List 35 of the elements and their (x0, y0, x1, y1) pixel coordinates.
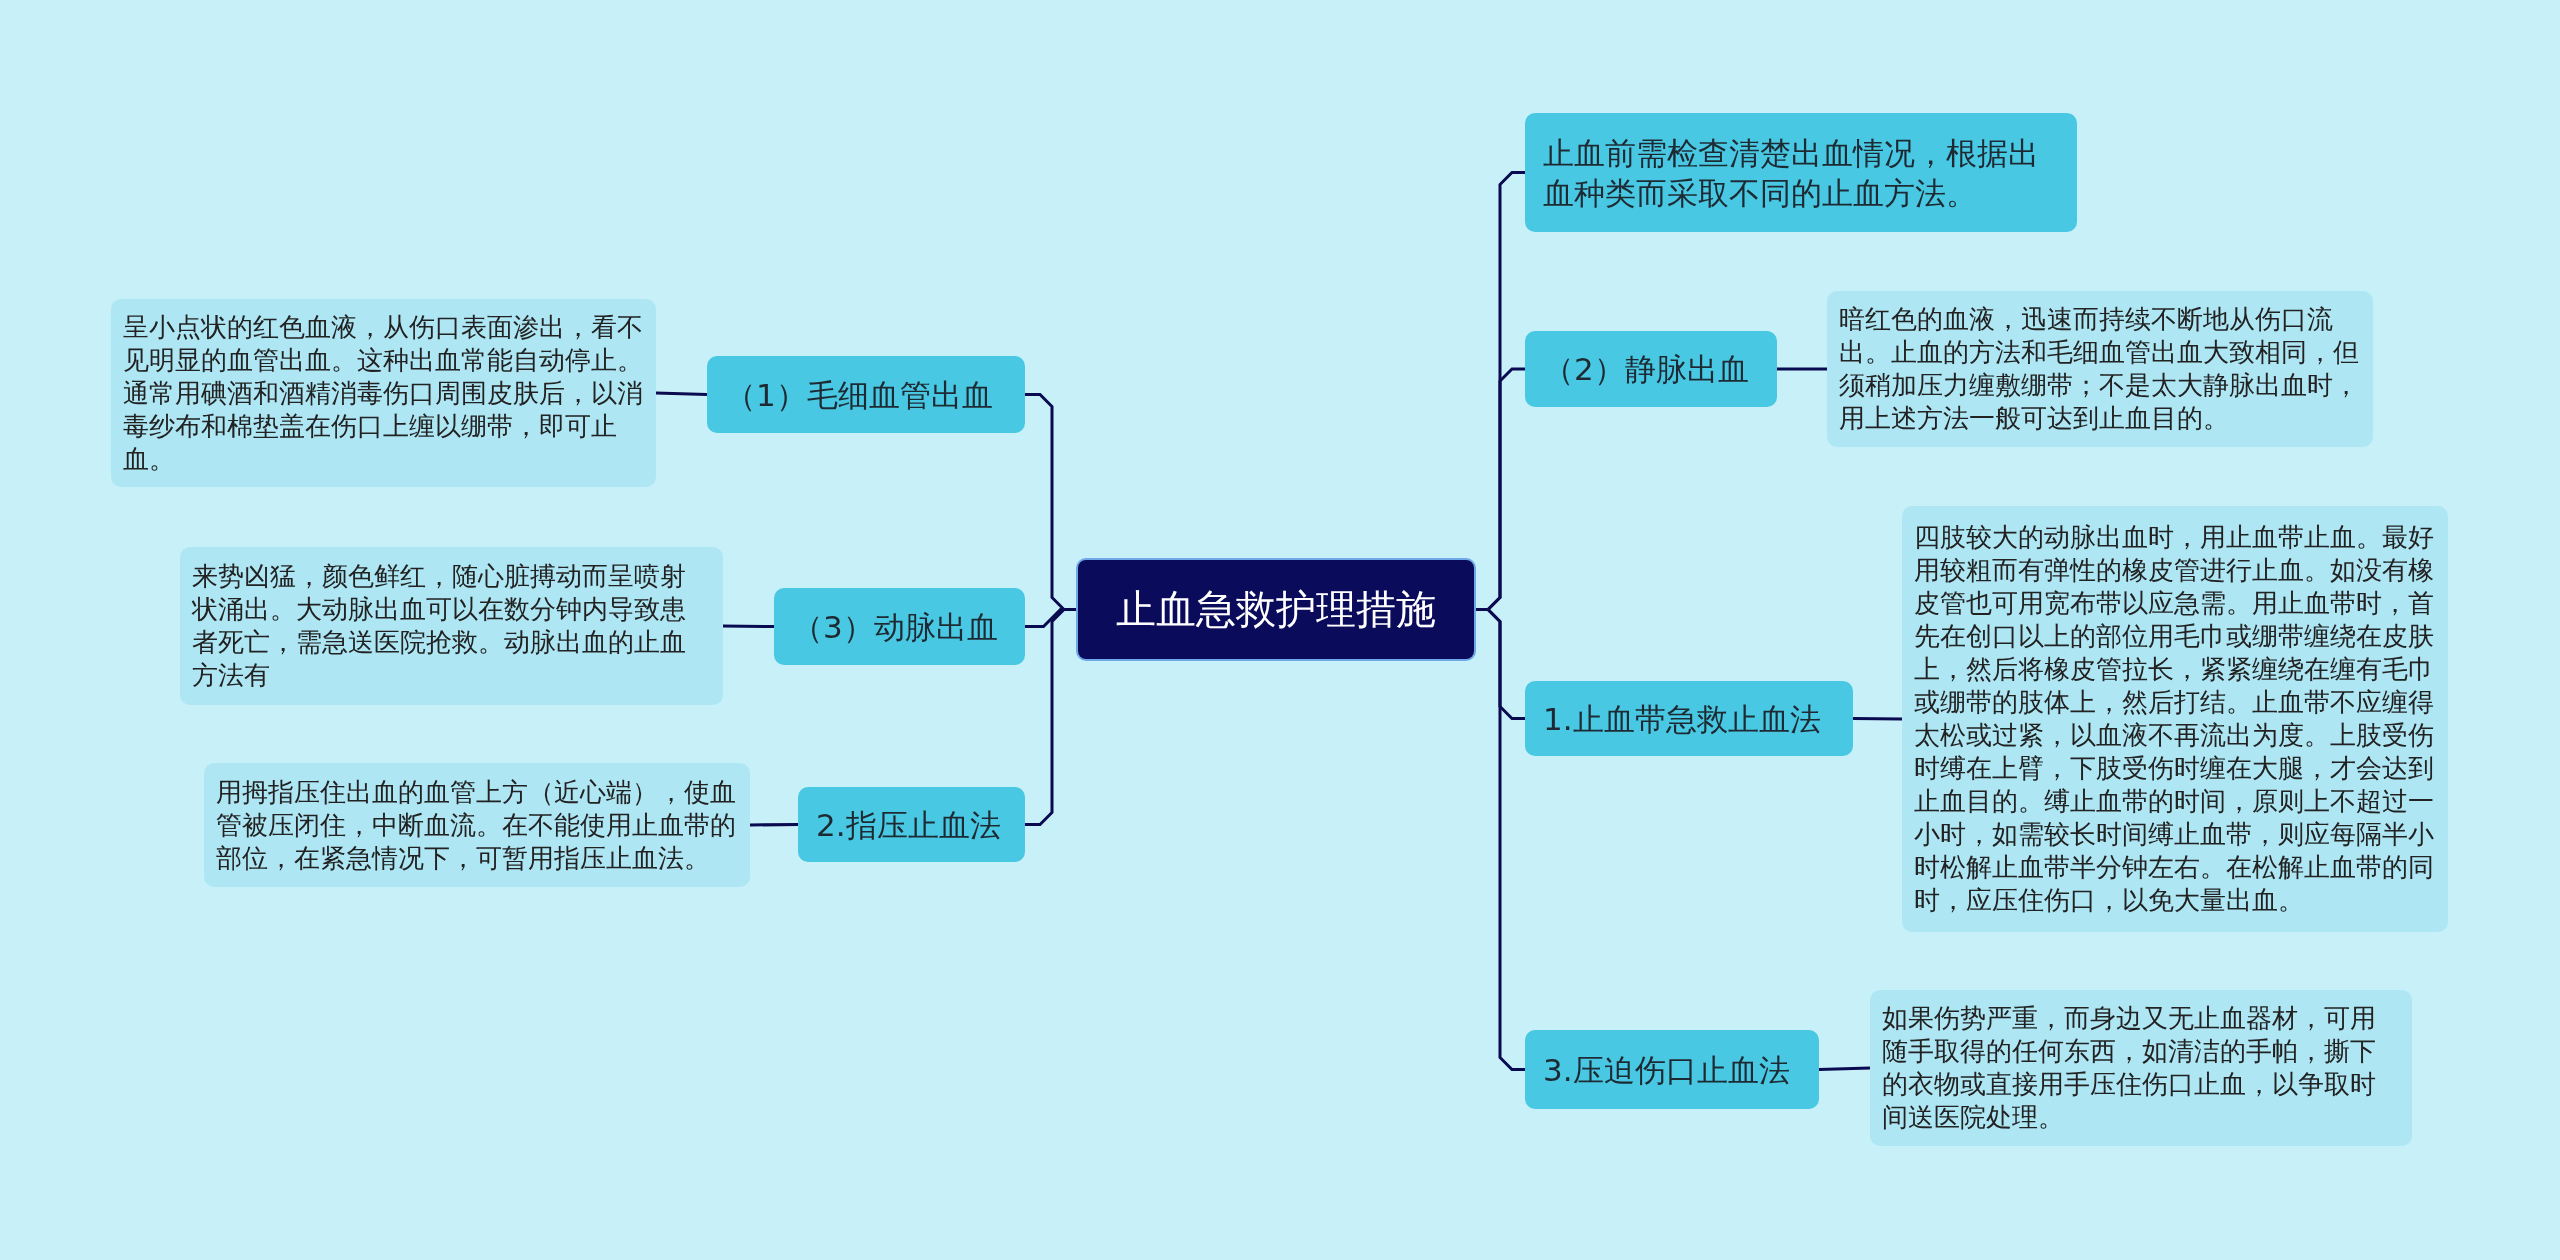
connector-line (1025, 608, 1076, 826)
connector-line (1476, 608, 1525, 1071)
connector-line (1853, 717, 1902, 721)
connector-line (1777, 367, 1827, 371)
note-text: 四肢较大的动脉出血时，用止血带止血。最好用较粗而有弹性的橡皮管进行止血。如没有橡皮管也可用宽布带以应急需。用止血带时，首先在创口以上的部位用毛巾或绷带缠绕在皮肤上，然后将橡皮管拉长，紧紧缠绕在缠有毛巾或绷带的肢体上，然后打结。止血带不应缠得太松或过紧，以血液不再流出为度。上肢受伤时缚在上臂，下肢受伤时缠在大腿，才会达到止血目的。缚止血带的时间，原则上不超过一小时，如需较长时间缚止血带，则应每隔半小时松解止血带半分钟左右。在松解止血带的同时，应压住伤口，以免大量出血。 (1914, 521, 2435, 917)
topic-label: 止血前需检查清楚出血情况，根据出血种类而采取不同的止血方法。 (1543, 133, 2040, 213)
note-box (204, 763, 750, 887)
topic-box (1525, 113, 2077, 232)
connector-line (750, 823, 798, 827)
topic-box (1525, 681, 1853, 756)
topic-label: 3.压迫伤口止血法 (1543, 1050, 1790, 1090)
topic-box (798, 787, 1025, 862)
note-text: 暗红色的血液，迅速而持续不断地从伤口流出。止血的方法和毛细血管出血大致相同，但须稍加压力缠敷绷带；不是太大静脉出血时，用上述方法一般可达到止血目的。 (1839, 303, 2360, 435)
topic-label: （3）动脉出血 (792, 607, 998, 647)
note-box (1827, 291, 2373, 447)
note-text: 如果伤势严重，而身边又无止血器材，可用随手取得的任何东西，如清洁的手帕，撕下的衣物或直接用手压住伤口止血，以争取时间送医院处理。 (1882, 1002, 2377, 1134)
topic-title: 止血急救护理措施 (1116, 585, 1436, 634)
note-text: 呈小点状的红色血液，从伤口表面渗出，看不见明显的血管出血。这种出血常能自动停止。通常用碘酒和酒精消毒伤口周围皮肤后，以消毒纱布和棉垫盖在伤口上缠以绷带，即可止血。 (123, 310, 644, 476)
topic-label: 1.止血带急救止血法 (1543, 699, 1821, 739)
note-box (1870, 990, 2412, 1146)
central-topic-box (1076, 558, 1476, 661)
topic-box (774, 588, 1025, 665)
note-box (180, 547, 723, 705)
connector-line (723, 624, 774, 628)
note-text: 来势凶猛，颜色鲜红，随心脏搏动而呈喷射状涌出。大动脉出血可以在数分钟内导致患者死亡，需急送医院抢救。动脉出血的止血方法有 (192, 560, 687, 692)
topic-label: 2.指压止血法 (816, 805, 1001, 845)
topic-box (707, 356, 1025, 433)
note-text: 用拇指压住出血的血管上方（近心端），使血管被压闭住，中断血流。在不能使用止血带的部位，在紧急情况下，可暂用指压止血法。 (216, 775, 737, 875)
topic-label: （2）静脉出血 (1543, 350, 1749, 389)
topic-label: （1）毛细血管出血 (725, 375, 993, 415)
note-box (111, 299, 656, 487)
connector-line (1818, 1066, 1871, 1071)
topic-box (1525, 331, 1777, 407)
connector-line (655, 391, 708, 396)
topic-box (1525, 1030, 1819, 1109)
